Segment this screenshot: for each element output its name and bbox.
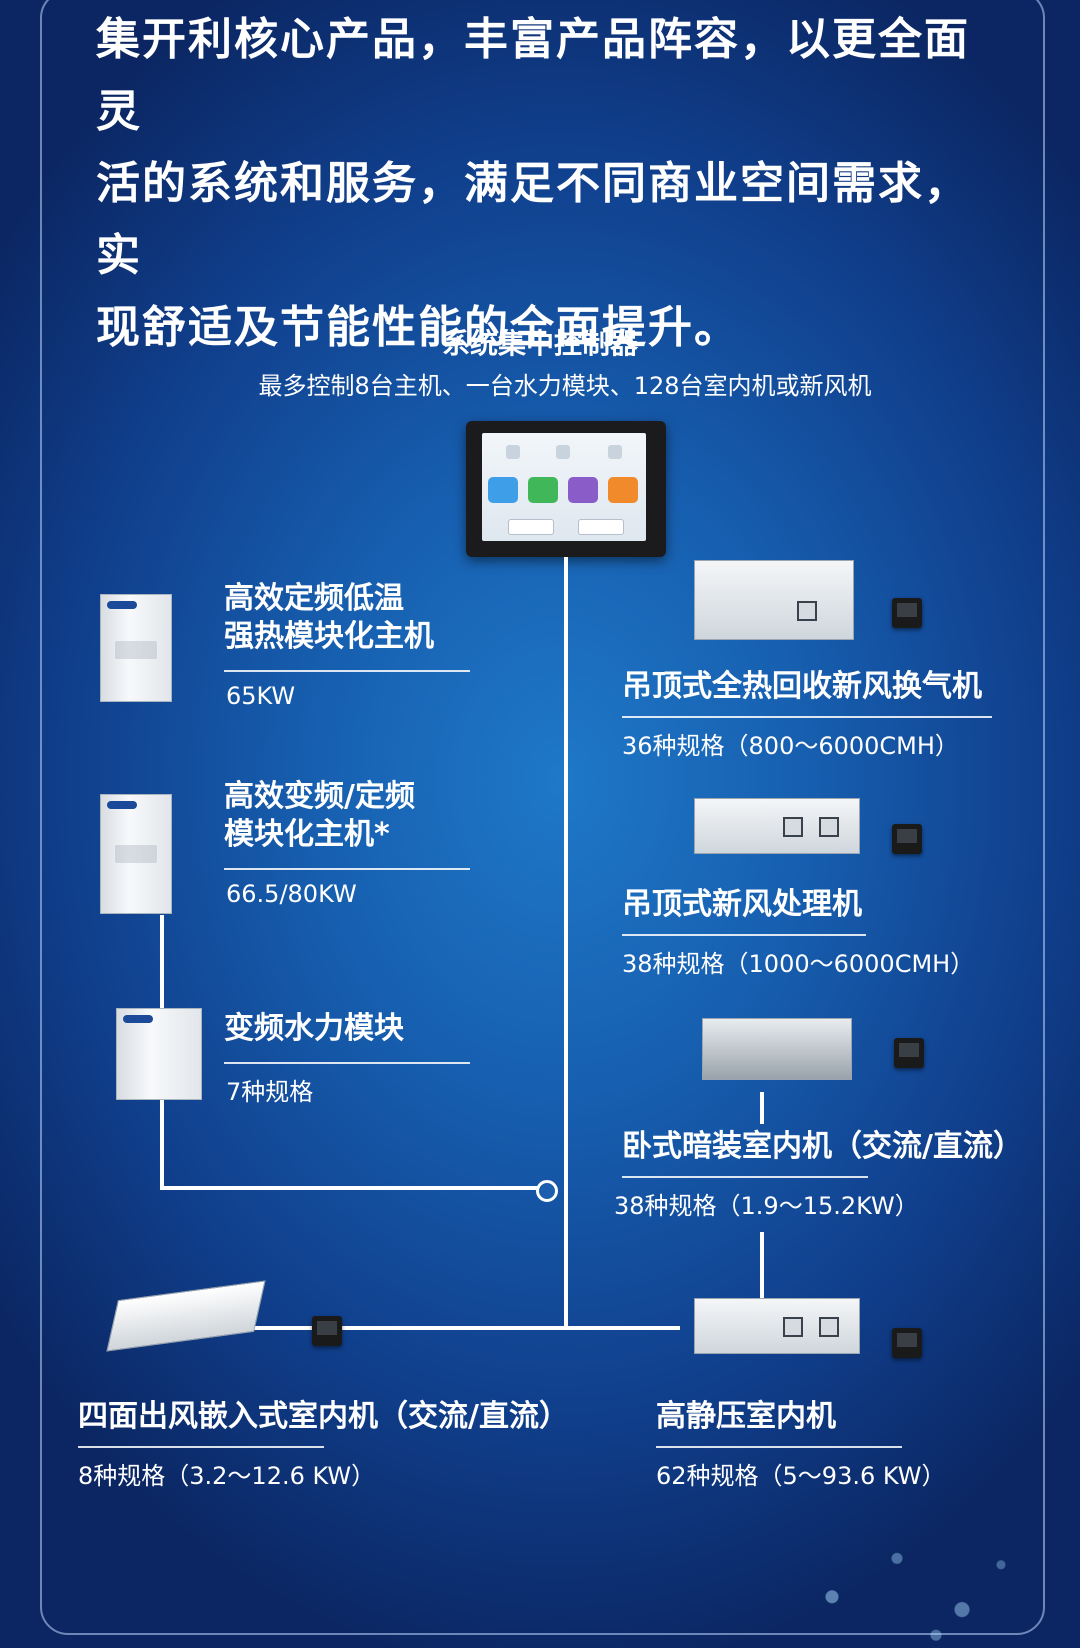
app-tile-icon: [488, 477, 518, 503]
controller-title: 系统集中控制器: [441, 327, 638, 360]
product-name: 模块化主机*: [224, 817, 390, 852]
product-spec: 38种规格（1.9～15.2KW）: [614, 1192, 919, 1220]
vent-icon: [819, 1317, 839, 1337]
intro-line: 活的系统和服务，满足不同商业空间需求，实: [96, 158, 970, 281]
bottom-line: [240, 1326, 680, 1330]
touch-panel-icon: [466, 421, 666, 557]
screen-button: [508, 519, 554, 535]
product-label: 高效定频低温 强热模块化主机: [224, 580, 434, 656]
product-name: 高静压室内机: [656, 1399, 836, 1434]
vent-icon: [783, 1317, 803, 1337]
divider: [224, 670, 470, 672]
right-branch-line: [760, 1092, 764, 1124]
decorative-bubbles: [780, 1520, 1040, 1648]
wired-controller-icon: [892, 824, 922, 854]
brand-logo-icon: [107, 801, 137, 809]
settings-icon: [556, 445, 570, 459]
high-static-unit-icon: [694, 1298, 860, 1354]
divider: [78, 1446, 324, 1448]
product-spec: 38种规格（1000～6000CMH）: [622, 950, 975, 978]
product-name: 变频水力模块: [224, 1011, 404, 1046]
vent-icon: [783, 817, 803, 837]
left-connector-line: [160, 1186, 538, 1190]
product-spec: 62种规格（5～93.6 KW）: [656, 1462, 946, 1490]
product-spec: 7种规格: [226, 1078, 314, 1106]
hydro-module-icon: [116, 1008, 202, 1100]
product-name: 四面出风嵌入式室内机（交流/直流）: [78, 1399, 569, 1434]
divider: [622, 934, 866, 936]
home-icon: [506, 445, 520, 459]
junction-node: [536, 1180, 558, 1202]
product-name: 吊顶式新风处理机: [622, 887, 862, 922]
wired-controller-icon: [892, 1328, 922, 1358]
wired-controller-icon: [312, 1316, 342, 1346]
fan-grille-icon: [115, 641, 157, 659]
ducted-unit-icon: [702, 1018, 852, 1080]
intro-line: 集开利核心产品，丰富产品阵容，以更全面灵: [96, 14, 970, 137]
wired-controller-icon: [892, 598, 922, 628]
outdoor-unit-icon: [100, 594, 172, 702]
wired-controller-icon: [894, 1038, 924, 1068]
product-name: 强热模块化主机: [224, 619, 434, 654]
divider: [622, 1176, 868, 1178]
touch-panel-screen: [482, 433, 646, 541]
clock-icon: [608, 477, 638, 503]
product-label: 高效变频/定频 模块化主机*: [224, 778, 415, 854]
alarm-icon: [608, 445, 622, 459]
vent-icon: [797, 601, 817, 621]
divider: [622, 716, 992, 718]
divider: [656, 1446, 902, 1448]
app-tile-icon: [568, 477, 598, 503]
brand-logo-icon: [107, 601, 137, 609]
divider: [224, 1062, 470, 1064]
vent-icon: [819, 817, 839, 837]
controller-subtitle: 最多控制8台主机、一台水力模块、128台室内机或新风机: [258, 372, 872, 400]
product-name: 吊顶式全热回收新风换气机: [622, 669, 982, 704]
fan-grille-icon: [115, 845, 157, 863]
product-spec: 8种规格（3.2～12.6 KW）: [78, 1462, 376, 1490]
trunk-line: [564, 557, 568, 1329]
product-spec: 36种规格（800～6000CMH）: [622, 732, 959, 760]
fresh-air-unit-icon: [694, 798, 860, 854]
intro-text: 集开利核心产品，丰富产品阵容，以更全面灵 活的系统和服务，满足不同商业空间需求，…: [96, 4, 996, 364]
intro-line: 现舒适及节能性能的全面提升。: [96, 302, 740, 353]
product-name: 高效定频低温: [224, 581, 404, 616]
product-name: 高效变频/定频: [224, 779, 415, 814]
divider: [224, 868, 470, 870]
erv-unit-icon: [694, 560, 854, 640]
frame-border: [40, 0, 1045, 1635]
screen-button: [578, 519, 624, 535]
product-name: 卧式暗装室内机（交流/直流）: [622, 1129, 1023, 1164]
product-spec: 65KW: [226, 682, 296, 710]
outdoor-unit-icon: [100, 794, 172, 914]
app-tile-icon: [528, 477, 558, 503]
right-branch-line: [760, 1232, 764, 1302]
brand-logo-icon: [123, 1015, 153, 1023]
product-spec: 66.5/80KW: [226, 880, 357, 908]
